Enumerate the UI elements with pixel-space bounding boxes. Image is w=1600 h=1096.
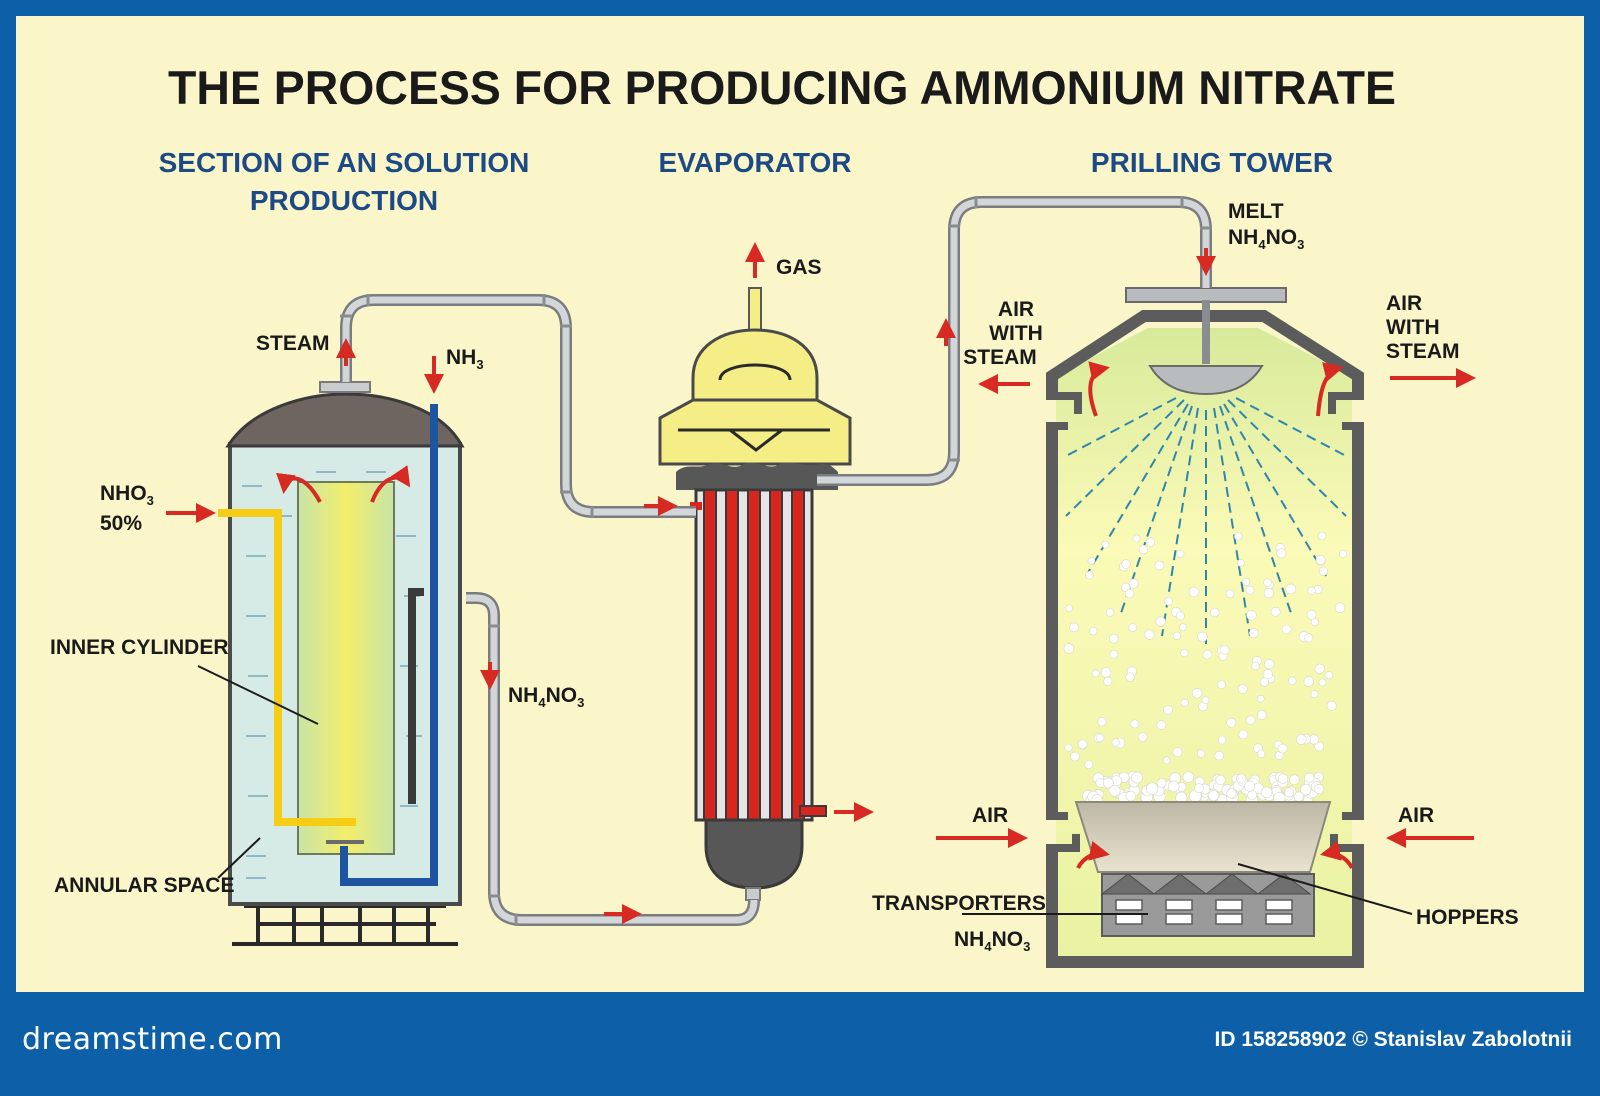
section-header-evaporator: EVAPORATOR bbox=[659, 147, 852, 178]
svg-text:WITH: WITH bbox=[989, 322, 1043, 345]
label-hoppers: HOPPERS bbox=[1416, 906, 1519, 929]
label-melt: MELT bbox=[1228, 200, 1284, 223]
reactor-vessel bbox=[218, 381, 465, 946]
footer-brand[interactable]: dreamstime.com bbox=[22, 1022, 283, 1057]
process-diagram: THE PROCESS FOR PRODUCING AMMONIUM NITRA… bbox=[50, 61, 1519, 968]
section-header-production: PRODUCTION bbox=[250, 185, 438, 216]
label-air-right: AIR bbox=[1398, 804, 1434, 827]
section-header-solution: SECTION OF AN SOLUTION bbox=[159, 147, 530, 178]
label-annular-space: ANNULAR SPACE bbox=[54, 874, 234, 897]
svg-text:STEAM: STEAM bbox=[1386, 340, 1460, 363]
prilling-tower bbox=[1046, 287, 1364, 968]
label-nh4no3-melt: NH4NO3 bbox=[1228, 226, 1304, 252]
leader-lines bbox=[197, 665, 1413, 915]
label-air-left: AIR bbox=[972, 804, 1008, 827]
svg-text:AIR: AIR bbox=[998, 298, 1034, 321]
footer-bar: dreamstime.com ID 158258902 © Stanislav … bbox=[0, 992, 1600, 1096]
svg-text:AIR: AIR bbox=[1386, 292, 1422, 315]
flow-arrows bbox=[166, 242, 1476, 924]
tower-air-baffles bbox=[1046, 392, 1364, 852]
hopper bbox=[1074, 801, 1332, 873]
nh3-feed-pipe bbox=[340, 404, 438, 886]
diagram-panel: THE PROCESS FOR PRODUCING AMMONIUM NITRA… bbox=[16, 16, 1584, 992]
label-air-with-steam-right: AIR WITH STEAM bbox=[1386, 292, 1460, 363]
label-air-with-steam-left: AIR WITH STEAM bbox=[963, 298, 1043, 369]
footer-credit: ID 158258902 © Stanislav Zabolotnii bbox=[1214, 1028, 1572, 1051]
evaporator-tubes bbox=[703, 489, 805, 821]
evaporator-unit bbox=[658, 287, 852, 901]
label-nh4no3-output: NH4NO3 bbox=[954, 928, 1030, 954]
label-nh3: NH3 bbox=[446, 346, 484, 372]
svg-text:WITH: WITH bbox=[1386, 316, 1440, 339]
page-title: THE PROCESS FOR PRODUCING AMMONIUM NITRA… bbox=[168, 61, 1396, 114]
label-transporters: TRANSPORTERS bbox=[872, 892, 1046, 915]
reactor-supports bbox=[232, 900, 458, 946]
nho3-feed-pipe bbox=[218, 509, 356, 826]
section-header-prilling-tower: PRILLING TOWER bbox=[1091, 147, 1333, 178]
label-steam: STEAM bbox=[256, 332, 330, 355]
connecting-pipes bbox=[340, 196, 1212, 926]
svg-text:STEAM: STEAM bbox=[963, 346, 1037, 369]
label-gas: GAS bbox=[776, 256, 822, 279]
label-nho3-percent: 50% bbox=[100, 512, 142, 535]
label-inner-cylinder: INNER CYLINDER bbox=[50, 636, 229, 659]
label-nho3: NHO3 bbox=[100, 482, 154, 508]
label-nh4no3-reactor: NH4NO3 bbox=[508, 684, 584, 710]
inner-cylinder bbox=[297, 481, 395, 855]
